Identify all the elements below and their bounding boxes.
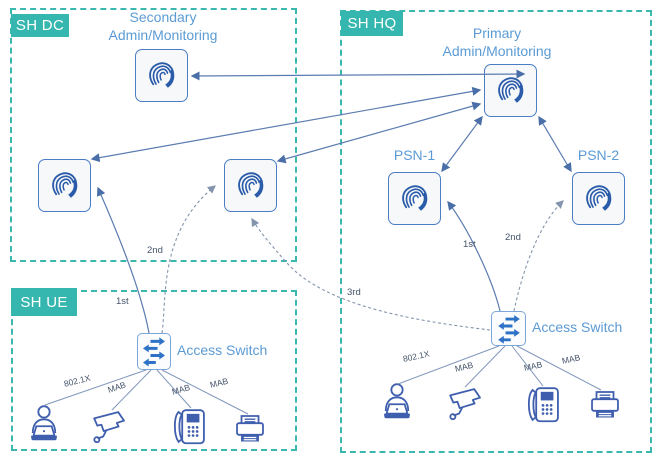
hq-access-switch[interactable]: [491, 311, 526, 346]
fingerprint-icon: [238, 172, 264, 198]
printer-icon: [236, 415, 264, 442]
psn2-title: PSN-2: [577, 147, 620, 163]
ue-access-switch[interactable]: [137, 333, 171, 370]
node-dc-ise-left[interactable]: [38, 159, 91, 212]
primary-admin-title: Primary Admin/Monitoring: [442, 25, 552, 59]
fingerprint-icon: [402, 185, 428, 211]
ue-ip-camera[interactable]: [90, 408, 130, 451]
fingerprint-icon: [498, 77, 524, 103]
ip-phone-icon: [173, 409, 205, 445]
ip-camera-icon: [449, 388, 481, 421]
hq-access-switch-label: Access Switch: [532, 319, 623, 335]
hq-ip-phone[interactable]: [524, 384, 562, 430]
ip-camera-icon: [93, 411, 125, 444]
region-label-sh-hq: SH HQ: [341, 11, 403, 36]
node-psn-2[interactable]: [572, 172, 625, 225]
secondary-admin-title: Secondary Admin/Monitoring: [108, 9, 218, 43]
ue-1st-label: 1st: [116, 296, 129, 307]
switch-arrows-icon: [142, 337, 166, 367]
fingerprint-icon: [149, 62, 175, 88]
psn1-title: PSN-1: [393, 147, 436, 163]
ue-user-laptop[interactable]: [26, 403, 62, 450]
hq-3rd-label: 3rd: [347, 287, 361, 298]
user-laptop-icon: [30, 405, 58, 441]
region-label-sh-ue: SH UE: [11, 288, 77, 316]
fingerprint-icon: [586, 185, 612, 211]
ip-phone-icon: [527, 387, 559, 423]
region-sh-dc: [10, 8, 297, 262]
node-primary-admin[interactable]: [484, 64, 537, 117]
hq-user-laptop[interactable]: [379, 381, 415, 428]
hq-2nd-label: 2nd: [505, 232, 521, 243]
hq-ip-camera[interactable]: [446, 385, 486, 428]
ue-ip-phone[interactable]: [170, 406, 208, 452]
hq-1st-label: 1st: [463, 239, 476, 250]
ue-printer[interactable]: [233, 412, 267, 451]
ue-access-switch-label: Access Switch: [177, 342, 268, 358]
fingerprint-icon: [52, 172, 78, 198]
node-psn-1[interactable]: [388, 172, 441, 225]
switch-arrows-icon: [497, 314, 520, 344]
printer-icon: [591, 391, 619, 418]
node-secondary-admin[interactable]: [135, 49, 188, 102]
region-sh-ue: [11, 290, 297, 451]
user-laptop-icon: [383, 383, 411, 419]
hq-printer[interactable]: [588, 388, 622, 427]
ue-2nd-label: 2nd: [147, 245, 163, 256]
region-label-sh-dc: SH DC: [11, 14, 69, 37]
node-dc-ise-middle[interactable]: [224, 159, 277, 212]
